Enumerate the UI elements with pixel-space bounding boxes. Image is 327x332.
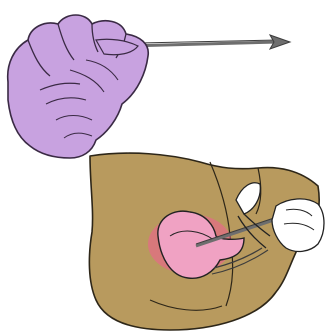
illustration-canvas	[0, 0, 327, 332]
pelvic-cross-section-with-inserted-device-icon	[0, 0, 327, 332]
